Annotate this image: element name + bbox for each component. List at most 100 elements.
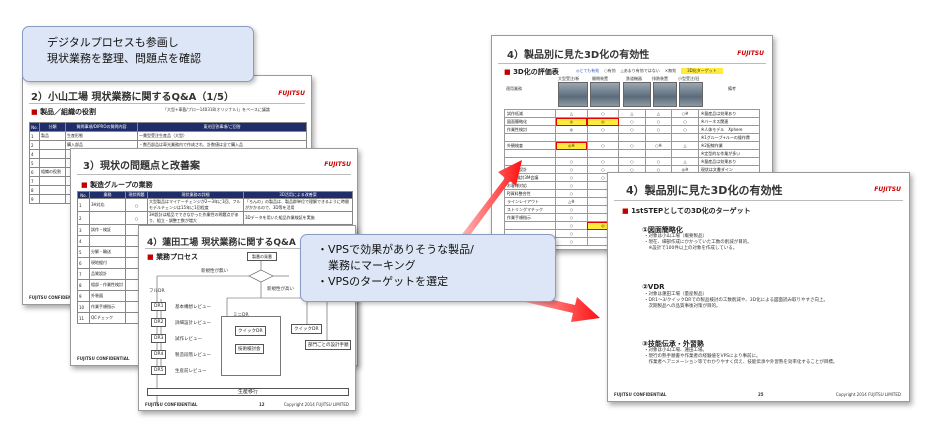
table-cell: ○ — [125, 198, 148, 212]
product-photo — [590, 82, 620, 107]
table-cell — [39, 194, 66, 204]
confidential-label: FUJITSU CONFIDENTIAL — [29, 295, 82, 300]
table-cell: 9 — [29, 194, 40, 204]
col-header: 東光回答事項/ご回答 — [137, 122, 307, 132]
eval-task: 試作低減 — [503, 109, 557, 118]
target-line: ・対象は小山工場、蓮田工場。 — [644, 348, 707, 353]
eval-note: ※量産品は効果あり — [697, 157, 761, 166]
table-cell: 1 — [29, 131, 40, 141]
eval-mark: ○ — [586, 141, 620, 150]
table-cell — [39, 185, 66, 195]
dr-step-label: 基本構想レビュー — [175, 305, 211, 310]
eval-mark: ○ — [555, 221, 588, 230]
table-cell: 3 — [77, 224, 90, 236]
legend-item: 3D化ターゲット — [681, 68, 723, 74]
eval-mark — [618, 133, 646, 142]
legend-item: △あまり有効ではない — [620, 68, 660, 73]
branch-label-high-novelty: 新規性が高い — [267, 287, 294, 292]
product-col: 排熱装置 — [652, 76, 668, 81]
eval-mark — [644, 149, 673, 158]
eval-task — [503, 149, 557, 158]
eval-mark: ◎※ — [555, 141, 588, 150]
eval-mark: ◎ — [586, 117, 620, 126]
table-cell: 1 — [77, 198, 90, 212]
slide-title: 2）小山工場 現状業務に関するQ&A（1/5） — [31, 92, 234, 103]
table-cell — [89, 211, 126, 225]
mini-dr-group — [221, 316, 281, 376]
table-cell: 10 — [77, 301, 90, 313]
table-cell: 一貫型受注生産品（大型） — [137, 131, 307, 141]
eval-mark: ○ — [618, 125, 646, 134]
table-cell: 大型製品はマイナーチェンジが2〜3年に1回、フルモデルチェンジは15年に1回程度 — [147, 198, 244, 212]
product-photo — [623, 82, 651, 107]
production-transfer-bar: 生産移行 — [147, 388, 349, 396]
product-photo — [558, 82, 588, 107]
mini-dr-label: ミニDR — [233, 313, 249, 318]
eval-mark — [555, 133, 588, 142]
table-cell: ○ — [125, 211, 148, 225]
product-col: 大型受注/新 — [558, 76, 580, 81]
table-cell: 7 — [29, 176, 40, 186]
eval-mark: ○ — [555, 165, 588, 174]
table-cell: 外装図 — [89, 290, 126, 302]
table-cell: 現地据付 — [89, 257, 126, 269]
eval-task: お客様対応 — [503, 181, 557, 190]
product-col: 小型受注/旧 — [678, 76, 700, 81]
eval-row: ○○○○△※量産品は効果あり — [503, 157, 761, 166]
callout-line: 現状業務を整理、問題点を確認 — [47, 52, 201, 65]
col-header: No. — [29, 122, 40, 132]
copyright: Copyright 2014 FUJITSU LIMITED — [283, 402, 349, 407]
eval-mark: ○ — [618, 117, 646, 126]
eval-row: 作業性検討◎○○○○※人体モデル Xphere — [503, 125, 761, 134]
table-cell: 11 — [77, 312, 90, 324]
eval-mark: ○ — [555, 173, 588, 182]
table-cell: 3Dデータを用いた組品作業検証を実施 — [243, 211, 353, 225]
table-cell: 2 — [29, 140, 40, 150]
slide-title: 3）現状の問題点と改善案 — [83, 161, 200, 172]
eval-mark — [671, 149, 699, 158]
eval-mark — [586, 133, 620, 142]
callout-center: ・VPSで効果がありそうな製品/ 業務にマーキング ・VPSのターゲットを選定 — [300, 234, 556, 302]
fujitsu-logo: FUJITSU — [278, 90, 305, 97]
product-photo — [653, 82, 677, 107]
col-header: 現状問題 — [125, 191, 148, 199]
branch-label-no-novelty: 新規性が無い — [201, 269, 228, 274]
eval-note: ※量産品は効果あり — [697, 109, 761, 118]
dr-step-label: 生産前レビュー — [175, 369, 207, 374]
table-cell: 5 — [29, 158, 40, 168]
eval-mark: △ — [671, 141, 699, 150]
section-heading: 製造グループの業務 — [81, 180, 153, 190]
table-cell: 8 — [29, 185, 40, 195]
callout-line: 業務にマーキング — [317, 259, 416, 272]
table-cell: 4 — [77, 235, 90, 247]
dr-step: DR4 — [151, 350, 167, 359]
eval-mark: ○ — [586, 157, 620, 166]
callout-line: ・VPSで効果がありそうな製品/ — [317, 243, 474, 256]
eval-mark: ○ — [555, 189, 588, 198]
eval-task: 図面簡略化 — [503, 117, 557, 126]
table-cell: 組織の役割 — [39, 167, 66, 177]
col-header: 現状業務の詳細 — [147, 191, 244, 199]
table-cell — [39, 149, 66, 159]
eval-mark — [618, 149, 646, 158]
target-line: ・現在、細部作成にかかっていた工数の削減が目的。 — [644, 240, 752, 245]
section-heading: 1stSTEPとしての3D化のターゲット — [622, 206, 751, 216]
legend-item: ×無効 — [664, 68, 677, 73]
table-cell: 6 — [77, 257, 90, 269]
eval-task — [503, 157, 557, 166]
section-heading: 業務プロセス — [147, 252, 198, 262]
eval-task: 解析/検討3M会議 — [503, 173, 557, 182]
table-cell: 組部・作業性検討 — [89, 279, 126, 291]
fujitsu-logo: FUJITSU — [874, 186, 901, 193]
table-cell: 品質設計 — [89, 268, 126, 280]
table-cell: 8 — [77, 279, 90, 291]
eval-note: ※バーネス関連 — [697, 117, 761, 126]
eval-row: ※1グループ+ルーの操作費 — [503, 133, 761, 142]
eval-mark — [644, 133, 673, 142]
table-cell: 2 — [77, 211, 90, 225]
target-heading: ②VDR — [642, 283, 665, 291]
note-header: 備考 — [728, 86, 736, 91]
eval-task — [503, 221, 557, 230]
